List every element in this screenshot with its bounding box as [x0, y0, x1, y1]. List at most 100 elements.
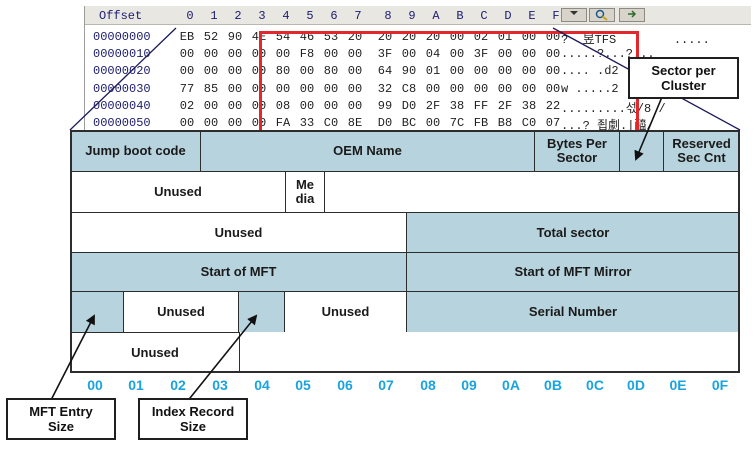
hex-byte[interactable]: 00	[521, 30, 537, 44]
hex-byte[interactable]: 00	[521, 81, 537, 96]
hex-byte[interactable]: 4E	[251, 30, 267, 44]
hex-byte[interactable]: 38	[521, 98, 537, 113]
hex-byte[interactable]: FA	[275, 116, 291, 130]
hex-byte[interactable]: 46	[299, 30, 315, 44]
hex-byte[interactable]: 64	[377, 64, 393, 79]
hex-byte[interactable]: 00	[227, 116, 243, 130]
hex-byte[interactable]: 8E	[347, 116, 363, 130]
hex-byte[interactable]: 3F	[473, 47, 489, 62]
hex-byte[interactable]: 20	[401, 30, 417, 44]
hex-byte[interactable]: D0	[377, 116, 393, 130]
hex-byte[interactable]: 07	[545, 116, 561, 130]
hex-byte[interactable]: 2F	[425, 98, 441, 113]
hex-byte[interactable]: 00	[251, 98, 267, 113]
column-header: E	[528, 9, 536, 23]
hex-byte[interactable]: 80	[275, 64, 291, 79]
hex-byte[interactable]: 20	[377, 30, 393, 44]
hex-byte[interactable]: 33	[299, 116, 315, 130]
dropdown-button[interactable]	[561, 8, 587, 22]
hex-byte[interactable]: 00	[275, 47, 291, 62]
hex-byte[interactable]: 00	[347, 64, 363, 79]
hex-byte[interactable]: 00	[323, 98, 339, 113]
hex-byte[interactable]: 00	[299, 81, 315, 96]
hex-byte[interactable]: 00	[497, 64, 513, 79]
hex-byte[interactable]: 00	[545, 81, 561, 96]
hex-byte[interactable]: 00	[473, 64, 489, 79]
hex-byte[interactable]: 00	[449, 47, 465, 62]
hex-byte[interactable]: 00	[323, 81, 339, 96]
hex-byte[interactable]: 00	[545, 30, 561, 44]
hex-byte[interactable]: 00	[251, 116, 267, 130]
hex-byte[interactable]: 80	[323, 64, 339, 79]
hex-byte[interactable]: 99	[377, 98, 393, 113]
hex-byte[interactable]: 00	[497, 81, 513, 96]
hex-byte[interactable]: C0	[521, 116, 537, 130]
hex-byte[interactable]: 90	[401, 64, 417, 79]
hex-byte[interactable]: F8	[299, 47, 315, 62]
hex-byte[interactable]: 01	[425, 64, 441, 79]
hex-byte[interactable]: 00	[401, 47, 417, 62]
hex-byte[interactable]: 00	[347, 47, 363, 62]
hex-byte[interactable]: 85	[203, 81, 219, 96]
hex-byte[interactable]: 38	[449, 98, 465, 113]
hex-byte[interactable]: 20	[425, 30, 441, 44]
hex-byte[interactable]: 00	[251, 81, 267, 96]
hex-byte[interactable]: 00	[521, 47, 537, 62]
hex-byte[interactable]: 00	[179, 64, 195, 79]
hex-byte[interactable]: 54	[275, 30, 291, 44]
hex-byte[interactable]: 01	[497, 30, 513, 44]
hex-byte[interactable]: 00	[203, 98, 219, 113]
hex-byte[interactable]: 00	[449, 64, 465, 79]
search-button[interactable]	[589, 8, 615, 22]
hex-byte[interactable]: 32	[377, 81, 393, 96]
hex-byte[interactable]: 00	[545, 47, 561, 62]
hex-byte[interactable]: 02	[179, 98, 195, 113]
hex-byte[interactable]: C0	[323, 116, 339, 130]
hex-byte[interactable]: 00	[179, 116, 195, 130]
hex-byte[interactable]: FF	[473, 98, 489, 113]
hex-byte[interactable]: 00	[251, 64, 267, 79]
hex-byte[interactable]: 00	[227, 47, 243, 62]
hex-byte[interactable]: 7C	[449, 116, 465, 130]
hex-byte[interactable]: 00	[203, 64, 219, 79]
hex-byte[interactable]: 52	[203, 30, 219, 44]
hex-byte[interactable]: 00	[299, 64, 315, 79]
hex-byte[interactable]: 2F	[497, 98, 513, 113]
hex-byte[interactable]: 00	[521, 64, 537, 79]
hex-byte[interactable]: 00	[425, 81, 441, 96]
hex-byte[interactable]: 00	[179, 47, 195, 62]
hex-byte[interactable]: BC	[401, 116, 417, 130]
hex-byte[interactable]: 00	[251, 47, 267, 62]
hex-byte[interactable]: B8	[497, 116, 513, 130]
hex-byte[interactable]: 00	[347, 98, 363, 113]
hex-byte[interactable]: 00	[449, 81, 465, 96]
hex-byte[interactable]: 02	[473, 30, 489, 44]
hex-byte[interactable]: D0	[401, 98, 417, 113]
hex-byte[interactable]: 77	[179, 81, 195, 96]
hex-byte[interactable]: 00	[203, 116, 219, 130]
hex-byte[interactable]: 53	[323, 30, 339, 44]
hex-byte[interactable]: 08	[275, 98, 291, 113]
hex-byte[interactable]: 00	[497, 47, 513, 62]
hex-byte[interactable]: 00	[299, 98, 315, 113]
hex-byte[interactable]: 00	[425, 116, 441, 130]
hex-byte[interactable]: 00	[227, 81, 243, 96]
hex-byte[interactable]: FB	[473, 116, 489, 130]
hex-byte[interactable]: EB	[179, 30, 195, 44]
hex-byte[interactable]: 00	[449, 30, 465, 44]
hex-byte[interactable]: C8	[401, 81, 417, 96]
arrow-button[interactable]	[619, 8, 645, 22]
hex-byte[interactable]: 00	[275, 81, 291, 96]
hex-byte[interactable]: 00	[227, 98, 243, 113]
hex-byte[interactable]: 00	[545, 64, 561, 79]
hex-byte[interactable]: 3F	[377, 47, 393, 62]
hex-byte[interactable]: 04	[425, 47, 441, 62]
hex-byte[interactable]: 00	[227, 64, 243, 79]
hex-byte[interactable]: 00	[347, 81, 363, 96]
hex-byte[interactable]: 00	[203, 47, 219, 62]
hex-byte[interactable]: 20	[347, 30, 363, 44]
hex-byte[interactable]: 22	[545, 98, 561, 113]
hex-byte[interactable]: 90	[227, 30, 243, 44]
hex-byte[interactable]: 00	[473, 81, 489, 96]
hex-byte[interactable]: 00	[323, 47, 339, 62]
